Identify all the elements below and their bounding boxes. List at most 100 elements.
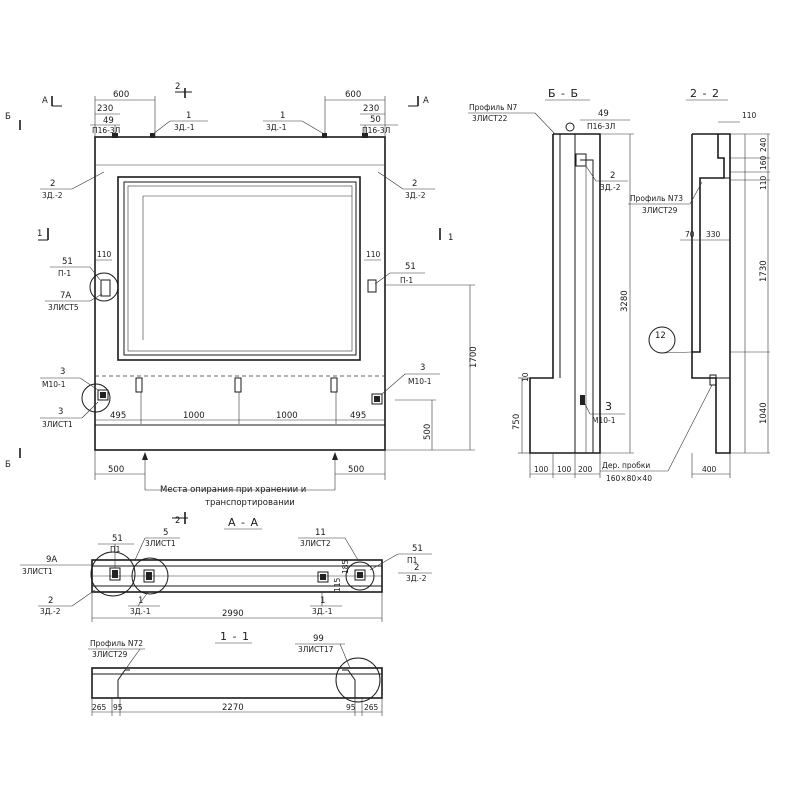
callout-7a-number: 7А [60, 291, 71, 301]
section-aa: А - А 51 П1 5 3ЛИСТ1 9А 3ЛИСТ1 11 3ЛИСТ2… [20, 516, 432, 622]
section-22-dim-160: 160 [759, 155, 768, 170]
section-11-dim-265-right: 265 [364, 703, 379, 712]
support-note-line1: Места опирания при хранении и [160, 485, 306, 495]
section-22-profile-number: Профиль N73 [630, 194, 683, 203]
dim-110-right: 110 [366, 250, 381, 259]
callout-51-right-number: 51 [405, 262, 416, 272]
callout-3-right-number: 3 [420, 363, 425, 373]
section-bb-callout-49-number: 49 [598, 109, 609, 119]
section-b-top-marker: Б [5, 112, 11, 122]
section-11-dim-95-left: 95 [113, 703, 123, 712]
section-22-dim-1040: 1040 [759, 402, 769, 424]
section-aa-title: А - А [228, 516, 259, 529]
section-bb-callout-49-ref: П16-3Л [587, 122, 615, 131]
section-22-dim-400: 400 [702, 465, 717, 474]
callout-7a-ref: 3ЛИСТ5 [48, 303, 79, 312]
callout-1-right-ref: 3Д.-1 [266, 123, 287, 132]
section-11-circle-right [335, 657, 381, 703]
support-note-line2: транспортировании [205, 498, 295, 508]
section-22-title: 2 - 2 [690, 87, 720, 100]
callout-2-left-number: 2 [50, 179, 55, 189]
section-11-profile-ref: 3ЛИСТ29 [92, 650, 128, 659]
section-aa-callout-1-left-ref: 3Д.-1 [130, 607, 151, 616]
section-11-callout-99-ref: 3ЛИСТ17 [298, 645, 334, 654]
section-22-profile-ref: 3ЛИСТ29 [642, 206, 678, 215]
callout-1-left-number: 1 [186, 111, 191, 121]
section-aa-callout-51-right-ref: П1 [407, 556, 418, 565]
embedded-plate-right [371, 393, 383, 405]
callout-3-sheet-ref: 3ЛИСТ1 [42, 420, 73, 429]
section-11-callout-99-number: 99 [313, 634, 324, 644]
section-aa-callout-51-left-number: 51 [112, 534, 123, 544]
section-22-plug-label-line1: Дер. пробки [602, 461, 650, 470]
dim-500-right: 500 [348, 465, 364, 475]
section-2-bottom-marker: 2 [175, 516, 180, 526]
callout-51-left-number: 51 [62, 257, 73, 267]
dim-600-right: 600 [345, 90, 361, 100]
section-aa-callout-9a-number: 9А [46, 555, 57, 565]
section-bb-dim-100-second: 100 [557, 465, 572, 474]
section-1-left-marker: 1 [37, 229, 42, 239]
section-22-plug-label-line2: 160×80×40 [606, 474, 652, 483]
section-11-dim-95-right: 95 [346, 703, 356, 712]
section-22-dim-240: 240 [759, 137, 768, 152]
section-bb-title: Б - Б [548, 87, 579, 100]
section-aa-callout-51-right-number: 51 [412, 544, 423, 554]
section-1-right-marker: 1 [448, 233, 453, 243]
section-22-dim-70: 70 [685, 230, 695, 239]
section-aa-callout-1-right-ref: 3Д.-1 [312, 607, 333, 616]
callout-50-number: 50 [370, 115, 381, 125]
section-bb-callout-2-number: 2 [610, 171, 615, 181]
dim-1000-second: 1000 [276, 411, 298, 421]
section-11-profile-number: Профиль N72 [90, 639, 143, 648]
callout-2-left-ref: 3Д.-2 [42, 191, 63, 200]
window-frame-outer [117, 176, 361, 361]
section-aa-callout-5-ref: 3ЛИСТ1 [145, 539, 176, 548]
dim-500-left: 500 [108, 465, 124, 475]
section-aa-dim-185: 185 [341, 559, 350, 574]
callout-1-left-ref: 3Д.-1 [174, 123, 195, 132]
section-a-left-marker: А [42, 96, 48, 106]
dim-230-right: 230 [363, 104, 379, 114]
section-22-dim-110b: 110 [759, 175, 768, 190]
section-aa-callout-9a-ref: 3ЛИСТ1 [22, 567, 53, 576]
section-bb-dim-100-first: 100 [534, 465, 549, 474]
dim-1000-first: 1000 [183, 411, 205, 421]
section-22-dim-1730: 1730 [759, 260, 769, 282]
section-aa-callout-51-left-ref: П1 [110, 545, 121, 554]
section-aa-dim-115: 115 [333, 577, 342, 592]
callout-49-number: 49 [103, 116, 114, 126]
section-aa-callout-11-ref: 3ЛИСТ2 [300, 539, 331, 548]
callout-3-left-number: 3 [60, 367, 65, 377]
section-11: 1 - 1 Профиль N72 3ЛИСТ29 99 3ЛИСТ17 265… [88, 630, 383, 716]
section-bb-dim-3280: 3280 [620, 290, 630, 312]
callout-3-sheet-number: 3 [58, 407, 63, 417]
callout-2-right-ref: 3Д.-2 [405, 191, 426, 200]
section-22: 2 - 2 12 110 240 160 110 1730 1040 Профи… [600, 87, 770, 483]
dim-110-left: 110 [97, 250, 112, 259]
section-11-dim-265-left: 265 [92, 703, 107, 712]
section-aa-callout-1-right-number: 1 [320, 596, 325, 606]
callout-circle-3-left [81, 383, 111, 413]
section-aa-circle-right [345, 561, 375, 591]
section-bb-dim-200: 200 [578, 465, 593, 474]
dim-1700: 1700 [469, 346, 479, 368]
dim-230-left: 230 [97, 104, 113, 114]
section-bb-callout-3-ref: М10-1 [592, 416, 616, 425]
callout-circle-51-left [89, 272, 119, 302]
section-b-bottom-marker: Б [5, 460, 11, 470]
section-bb: Б - Б Профиль N7 3ЛИСТ22 49 П16-3Л 2 3Д.… [468, 87, 634, 478]
section-aa-circle-mid [131, 557, 169, 595]
section-bb-dim-10: 10 [521, 372, 530, 382]
section-22-callout-12: 12 [655, 331, 666, 341]
section-22-dim-330: 330 [706, 230, 721, 239]
callout-51-left-ref: П-1 [58, 269, 71, 278]
section-bb-profile-ref: 3ЛИСТ22 [472, 114, 508, 123]
section-aa-callout-2-left-ref: 3Д.-2 [40, 607, 61, 616]
section-aa-callout-5-number: 5 [163, 528, 168, 538]
section-aa-callout-2-left-number: 2 [48, 596, 53, 606]
dim-500-vertical: 500 [423, 424, 433, 440]
section-a-right-marker: А [423, 96, 429, 106]
section-aa-callout-11-number: 11 [315, 528, 326, 538]
